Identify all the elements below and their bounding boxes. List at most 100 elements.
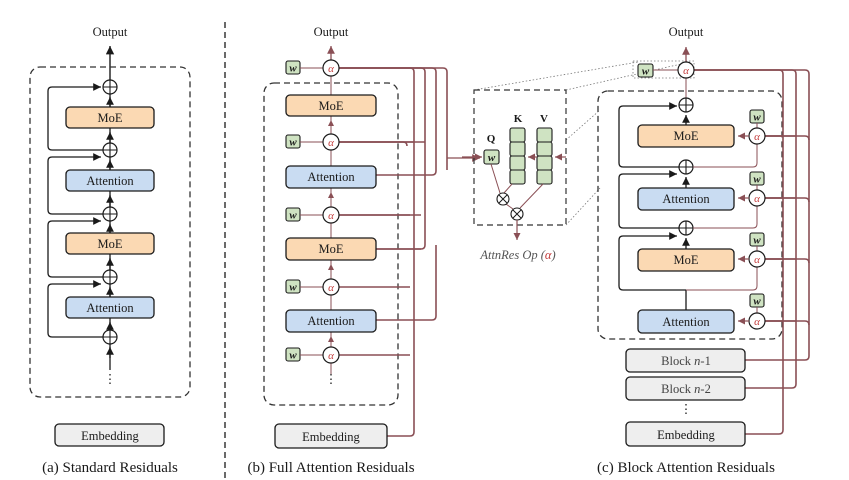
ellipsis: ⋮ <box>680 402 693 416</box>
embedding-block: Embedding <box>274 423 388 449</box>
w-query-vector: w <box>285 60 301 75</box>
svg-text:Attention: Attention <box>307 170 355 184</box>
add-node <box>102 269 118 285</box>
v-label: V <box>540 113 548 125</box>
layer-stack-dashed-box <box>263 82 399 406</box>
svg-text:α: α <box>328 282 334 294</box>
alpha-node: α <box>677 61 695 79</box>
block-dashed-box <box>597 90 783 340</box>
add-node <box>678 220 694 236</box>
embedding-block: Embedding <box>625 421 746 447</box>
alpha-node: α <box>748 189 766 207</box>
svg-text:α: α <box>754 254 760 266</box>
caption: (c) Block Attention Residuals <box>597 460 775 476</box>
svg-text:α: α <box>754 131 760 143</box>
alpha-node: α <box>748 127 766 145</box>
svg-text:MoE: MoE <box>98 237 123 251</box>
svg-text:Attention: Attention <box>86 301 134 315</box>
alpha-node: α <box>748 312 766 330</box>
svg-text:α: α <box>328 137 334 149</box>
svg-text:Attention: Attention <box>662 192 710 206</box>
ellipsis: ⋮ <box>325 372 338 386</box>
moe-block: MoE <box>637 248 735 272</box>
svg-text:MoE: MoE <box>98 111 123 125</box>
svg-text:w: w <box>753 174 761 186</box>
svg-text:w: w <box>289 350 297 362</box>
skip-connection <box>47 153 103 215</box>
svg-text:w: w <box>753 235 761 247</box>
alpha-node: α <box>748 250 766 268</box>
svg-text:Block n-1: Block n-1 <box>661 354 711 368</box>
moe-block: MoE <box>65 232 155 255</box>
add-node <box>678 97 694 113</box>
w-query-vector: w <box>285 134 301 149</box>
w-query-vector: w <box>483 149 500 165</box>
caption: (b) Full Attention Residuals <box>247 460 414 476</box>
add-node <box>102 329 118 345</box>
w-query-vector: w <box>637 63 654 78</box>
layer-stack-dashed-box <box>29 66 191 398</box>
skip-connection <box>618 232 686 291</box>
otimes-node <box>496 192 510 206</box>
panel-full-attention-residuals: Output <box>247 25 480 476</box>
svg-text:MoE: MoE <box>319 242 344 256</box>
svg-text:w: w <box>753 296 761 308</box>
w-query-vector: w <box>285 279 301 294</box>
skip-connection <box>47 217 103 278</box>
svg-text:Attention: Attention <box>86 174 134 188</box>
attention-block: Attention <box>65 169 155 192</box>
w-query-vector: w <box>285 347 301 362</box>
attnres-op-caption: AttnRes Op (α) <box>479 248 555 262</box>
caption: (a) Standard Residuals <box>42 460 178 476</box>
svg-text:Attention: Attention <box>307 314 355 328</box>
output-label: Output <box>669 25 704 39</box>
svg-text:MoE: MoE <box>319 99 344 113</box>
skip-connection <box>47 83 103 151</box>
svg-text:α: α <box>754 193 760 205</box>
k-label: K <box>514 113 523 125</box>
attention-block: Attention <box>637 187 735 211</box>
svg-text:α: α <box>328 210 334 222</box>
previous-block-n-2: Block n-2 <box>625 376 746 401</box>
zoom-guide-lines <box>473 60 695 226</box>
v-to-mult <box>519 183 544 209</box>
value-stack <box>536 127 553 185</box>
svg-text:w: w <box>753 112 761 124</box>
attnres-op-dashed-box <box>473 89 567 226</box>
alpha-node: α <box>322 278 340 296</box>
skip-connection <box>47 280 103 338</box>
add-node <box>102 142 118 158</box>
attention-block: Attention <box>65 296 155 319</box>
svg-text:MoE: MoE <box>674 129 699 143</box>
svg-text:Attention: Attention <box>662 315 710 329</box>
attnres-op-detail: K V Q w AttnRes Op (α) <box>462 60 695 262</box>
skip-connection <box>618 170 679 229</box>
svg-text:Embedding: Embedding <box>302 430 360 444</box>
mult-link <box>505 203 514 210</box>
add-node <box>678 159 694 175</box>
svg-text:α: α <box>754 316 760 328</box>
moe-block: MoE <box>285 94 377 117</box>
w-query-vector: w <box>749 293 765 308</box>
alpha-to-add <box>693 144 758 168</box>
svg-text:α: α <box>328 63 334 75</box>
output-label: Output <box>93 25 128 39</box>
q-to-mult <box>490 163 501 194</box>
alpha-to-add <box>693 206 758 229</box>
ellipsis: ⋮ <box>104 372 117 386</box>
q-label: Q <box>487 133 496 145</box>
svg-text:MoE: MoE <box>674 253 699 267</box>
svg-text:Embedding: Embedding <box>81 429 139 443</box>
attention-block: Attention <box>285 165 377 189</box>
svg-text:w: w <box>289 137 297 149</box>
key-stack <box>509 127 526 185</box>
previous-block-n-1: Block n-1 <box>625 348 746 373</box>
w-query-vector: w <box>285 207 301 222</box>
svg-text:α: α <box>683 65 689 77</box>
panel-block-attention-residuals: Output <box>597 25 810 476</box>
svg-text:w: w <box>488 152 496 164</box>
alpha-to-add <box>686 267 758 291</box>
svg-text:w: w <box>642 66 650 78</box>
svg-text:Block n-2: Block n-2 <box>661 382 711 396</box>
moe-block: MoE <box>637 124 735 148</box>
